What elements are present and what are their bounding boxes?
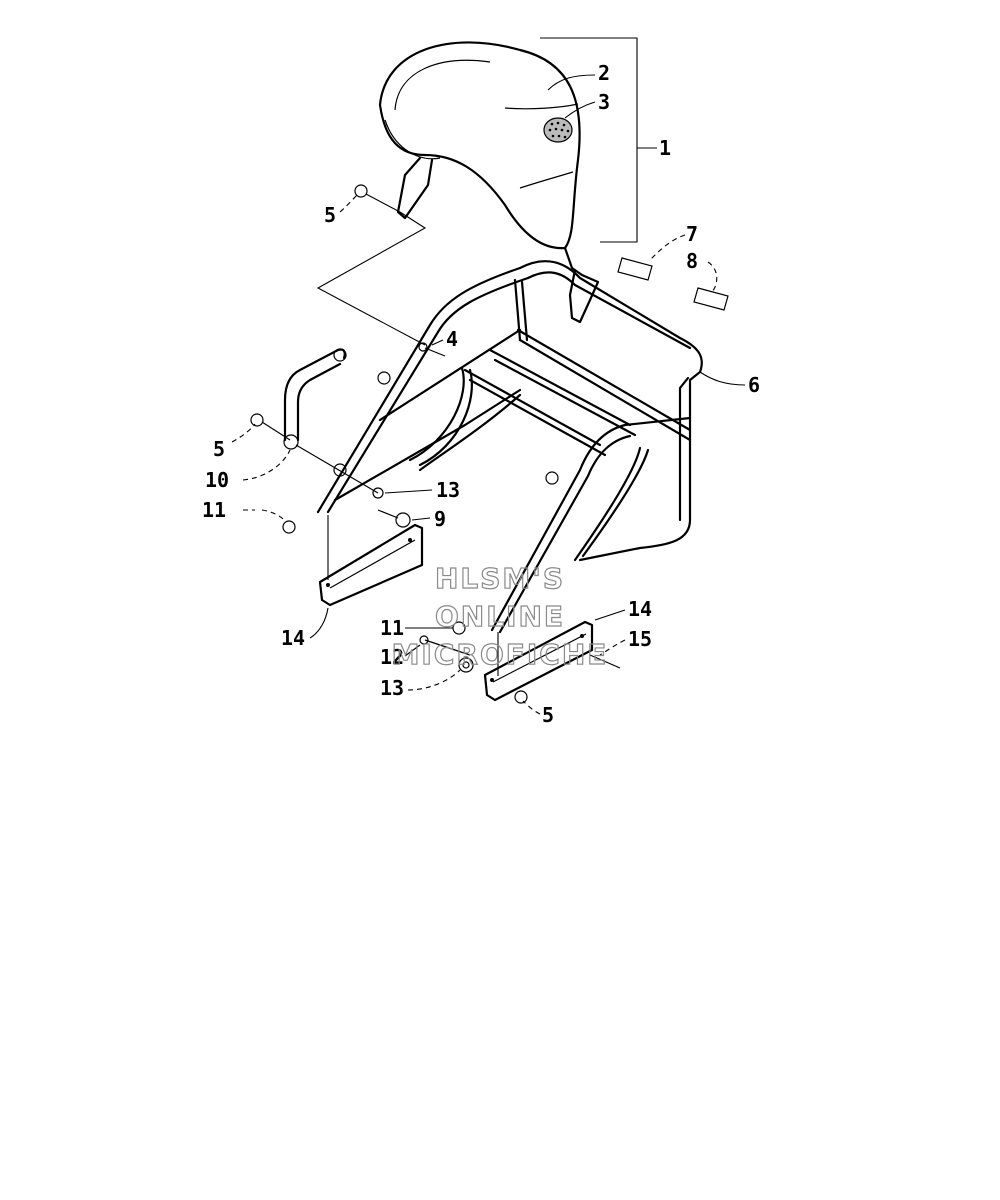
decal-7 bbox=[617, 257, 653, 281]
leader-lines bbox=[231, 37, 746, 715]
callout-14-right: 14 bbox=[628, 597, 652, 621]
callout-4: 4 bbox=[446, 327, 458, 351]
backrest-bracket-left bbox=[396, 156, 434, 220]
callout-10: 10 bbox=[205, 468, 229, 492]
callout-5-lower: 5 bbox=[542, 703, 554, 727]
callout-7: 7 bbox=[686, 222, 698, 246]
callout-11-left: 11 bbox=[202, 498, 226, 522]
callout-13-upper: 13 bbox=[436, 478, 460, 502]
watermark-line-2: ONLINE bbox=[435, 600, 565, 633]
rack-frame bbox=[316, 260, 703, 634]
callout-labels: 1 2 3 4 5 5 5 6 7 8 9 10 11 11 12 13 13 … bbox=[202, 61, 760, 727]
callout-1: 1 bbox=[659, 136, 671, 160]
callout-15: 15 bbox=[628, 627, 652, 651]
callout-11-right: 11 bbox=[380, 616, 404, 640]
callout-2: 2 bbox=[598, 61, 610, 85]
callout-14-left: 14 bbox=[281, 626, 305, 650]
callout-9: 9 bbox=[434, 507, 446, 531]
callout-3: 3 bbox=[598, 90, 610, 114]
backrest-emblem bbox=[543, 117, 573, 143]
callout-5-top: 5 bbox=[324, 203, 336, 227]
mounting-plate-right bbox=[483, 620, 594, 702]
watermark-line-1: HLSM'S bbox=[435, 562, 565, 595]
handle bbox=[283, 348, 347, 450]
backrest-bracket-right bbox=[563, 246, 600, 324]
watermark: HLSM'S ONLINE MICROFICHE bbox=[391, 561, 609, 671]
hardware bbox=[250, 184, 621, 704]
backrest-pad bbox=[378, 41, 581, 250]
callout-6: 6 bbox=[748, 373, 760, 397]
callout-5-left: 5 bbox=[213, 437, 225, 461]
mounting-plate-left bbox=[318, 523, 424, 607]
callout-12: 12 bbox=[380, 645, 404, 669]
decal-8 bbox=[693, 287, 729, 311]
watermark-line-3: MICROFICHE bbox=[392, 638, 609, 671]
callout-13-lower: 13 bbox=[380, 676, 404, 700]
callout-8: 8 bbox=[686, 249, 698, 273]
